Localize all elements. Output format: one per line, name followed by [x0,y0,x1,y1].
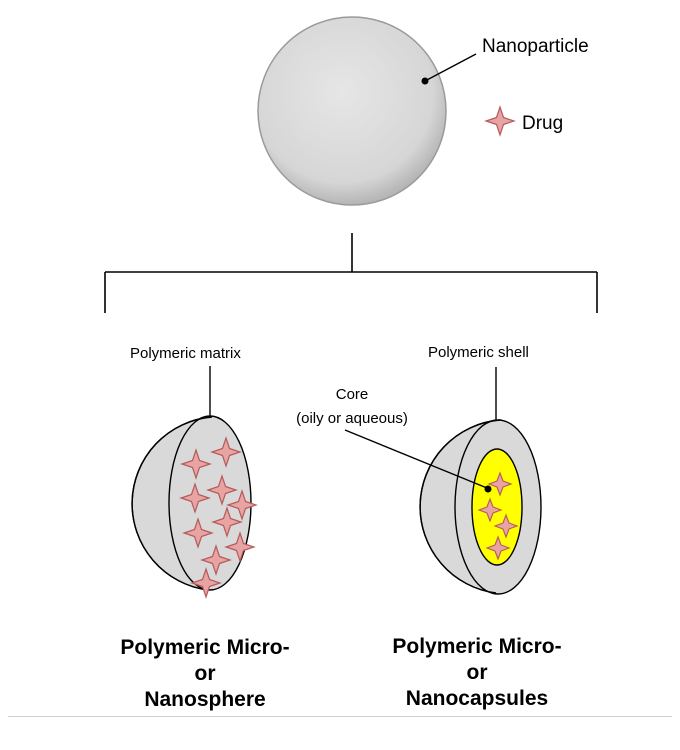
nanosphere-title-line3: Nanosphere [144,688,265,711]
nanocapsule-hemisphere [419,419,542,595]
nanosphere-title-line1: Polymeric Micro- [120,636,289,659]
nanocapsule-title-line1: Polymeric Micro- [392,635,561,658]
nanoparticle-leader-line [424,53,477,82]
drug-legend-icon [485,106,515,136]
nanosphere-title-line2: or [195,662,216,685]
nanocapsule-title-line2: or [467,661,488,684]
polymeric-shell-label: Polymeric shell [428,344,529,361]
nanoparticle-label: Nanoparticle [482,36,589,57]
nanoparticle-sphere [257,16,447,206]
footer-rule [8,716,672,717]
polymeric-matrix-label: Polymeric matrix [130,345,241,362]
nanocapsule-title-line3: Nanocapsules [406,687,548,710]
bracket-connector [104,233,598,313]
core-leader-line [344,429,488,489]
drug-label: Drug [522,113,563,134]
core-label-line2: (oily or aqueous) [296,410,408,427]
capsule-core [471,448,523,566]
core-label-line1: Core [336,386,369,403]
core-pointer-dot [484,485,492,493]
